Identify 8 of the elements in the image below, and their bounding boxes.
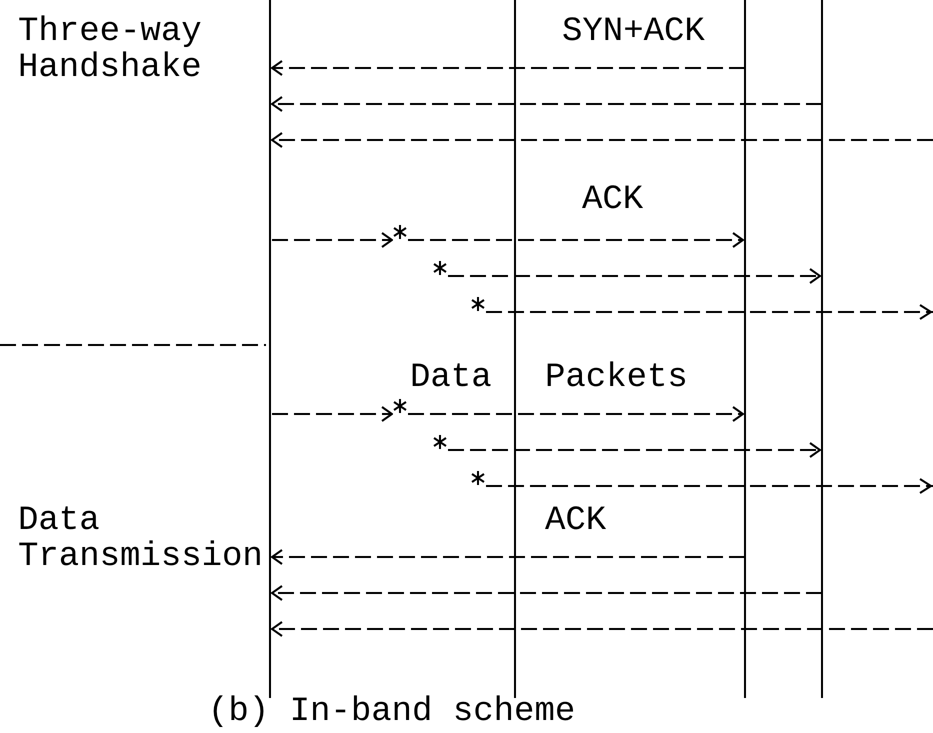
message-label: Packets [545,360,688,396]
message-label: Data [410,360,492,396]
section-label: Three-way Handshake [18,14,203,86]
message-label: ACK [545,503,606,539]
caption: (b) In-band scheme [208,694,576,730]
message-label: SYN+ACK [562,14,705,50]
section-label: Data Transmission [18,503,263,575]
message-label: ACK [582,182,644,218]
